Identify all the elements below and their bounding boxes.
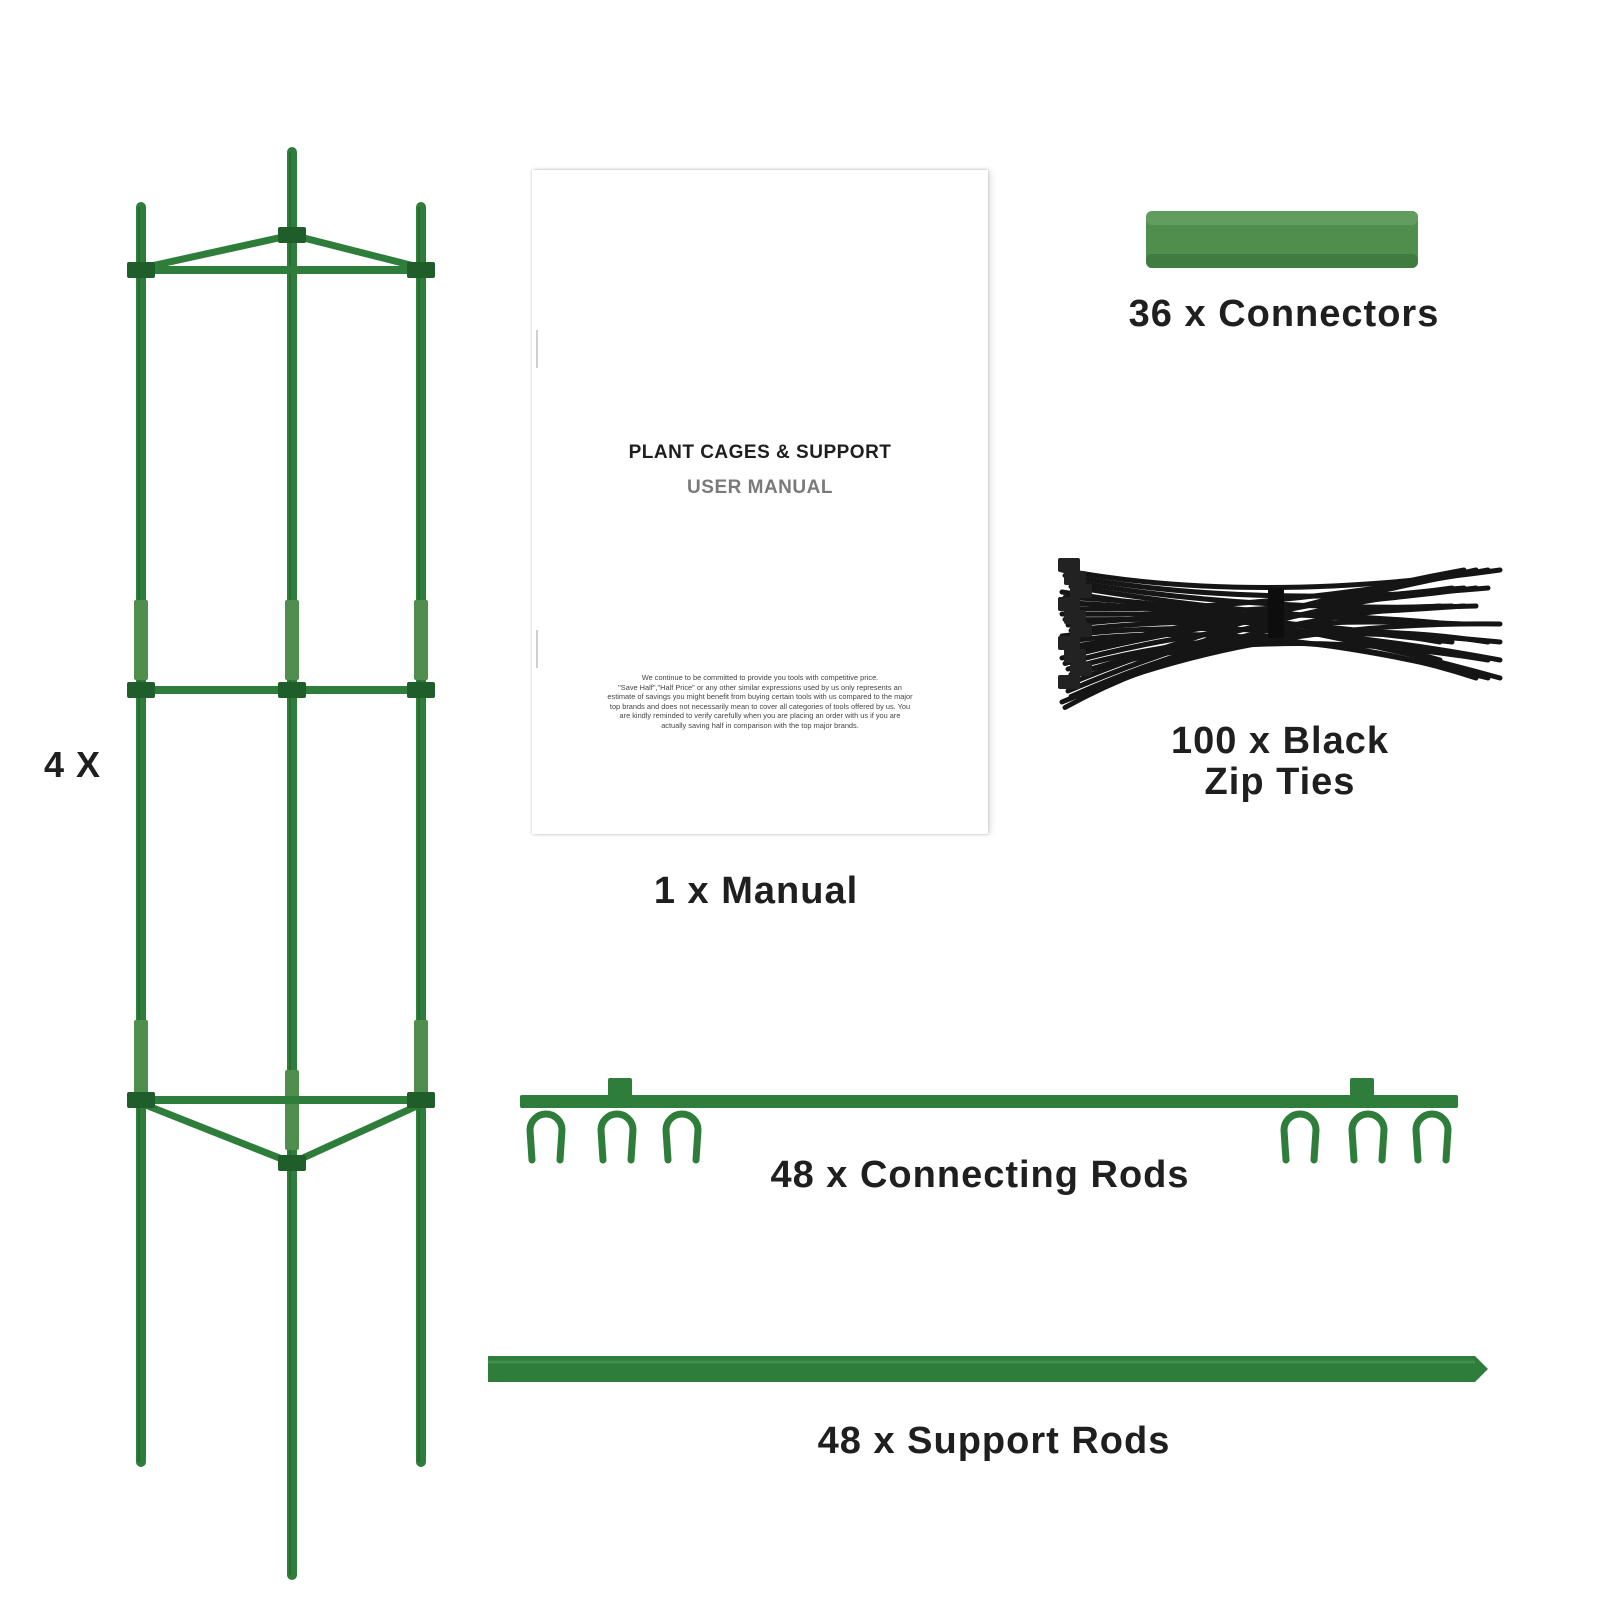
cage-clip [407,262,435,278]
connecting-rod-tab [608,1078,632,1096]
zip-ties-label-line2: Zip Ties [1204,761,1356,803]
manual-body-line: "Save Half","Half Price" or any other si… [618,682,902,692]
manual-body-line: actually saving half in comparison with … [661,720,859,730]
manual-label: 1 x Manual [653,870,859,912]
support-rods-label: 48 x Support Rods [817,1420,1171,1462]
cage-quantity-label: 4 X [44,744,102,785]
zip-tie-head [1058,558,1080,572]
zip-ties-label-line1: 100 x Black [1170,720,1390,762]
zip-tie [1068,603,1443,699]
connecting-rod-clip [597,1110,637,1164]
cage-sleeve [414,600,428,680]
support-rod [488,1356,1488,1382]
zip-tie [1065,585,1455,694]
zip-tie-head [1064,571,1086,585]
staple [536,330,538,368]
connecting-rod-clip [662,1110,702,1164]
zip-tie-head [1058,636,1080,650]
cage-sleeve [414,1020,428,1100]
connector-shadow [1146,254,1418,268]
manual-body-text: We continue to be committed to provide y… [578,673,942,731]
zip-tie [1062,567,1467,688]
manual-title: PLANT CAGES & SUPPORT [628,442,892,463]
manual-body-line: are kindly reminded to verify carefully … [619,711,901,721]
plant-cage [127,147,435,1580]
manual-body-line: estimate of savings you might benefit fr… [607,692,913,702]
connecting-rod-tab [1350,1078,1374,1096]
cage-ring-front [131,1096,432,1167]
zip-tie-head [1064,610,1086,624]
cage-clip [278,227,306,243]
connecting-rod-clip [1412,1110,1452,1164]
cage-sleeve [285,600,299,680]
cage-clip [278,682,306,698]
user-manual-booklet: PLANT CAGES & SUPPORT USER MANUAL We con… [532,170,988,834]
cage-clip [278,1155,306,1171]
connectors-label: 36 x Connectors [1128,293,1440,335]
manual-body-line: We continue to be committed to provide y… [641,673,879,682]
connecting-rod-bar [520,1095,1458,1108]
zip-tie-head [1058,597,1080,611]
zip-tie-head [1070,623,1092,637]
connecting-rod-clip [526,1110,566,1164]
connecting-rod-clip [1348,1110,1388,1164]
zip-tie-head [1070,662,1092,676]
cage-clip [127,1092,155,1108]
cage-clip [407,1092,435,1108]
connector-body [1146,211,1418,268]
zip-ties-bundle [1058,558,1503,710]
manual-subtitle: USER MANUAL [687,477,833,498]
cage-clip [127,682,155,698]
zip-tie [1062,629,1491,710]
staple [536,630,538,668]
zip-tie-head [1064,649,1086,663]
zip-tie-band [1268,588,1284,638]
zip-tie-head [1070,584,1092,598]
cage-sleeve [285,1070,299,1150]
zip-tie-head [1058,675,1080,689]
support-rod-body [488,1356,1488,1382]
connector-tube [1146,211,1418,268]
connecting-rod [520,1078,1458,1164]
cage-sleeve [134,1020,148,1100]
cage-clip [127,262,155,278]
cage-sleeve [134,600,148,680]
cage-clip [407,682,435,698]
connecting-rods-label: 48 x Connecting Rods [770,1154,1190,1196]
manual-body-line: top brands and does not necessarily mean… [609,701,911,711]
connector-highlight [1146,211,1418,225]
connecting-rod-clip [1280,1110,1320,1164]
